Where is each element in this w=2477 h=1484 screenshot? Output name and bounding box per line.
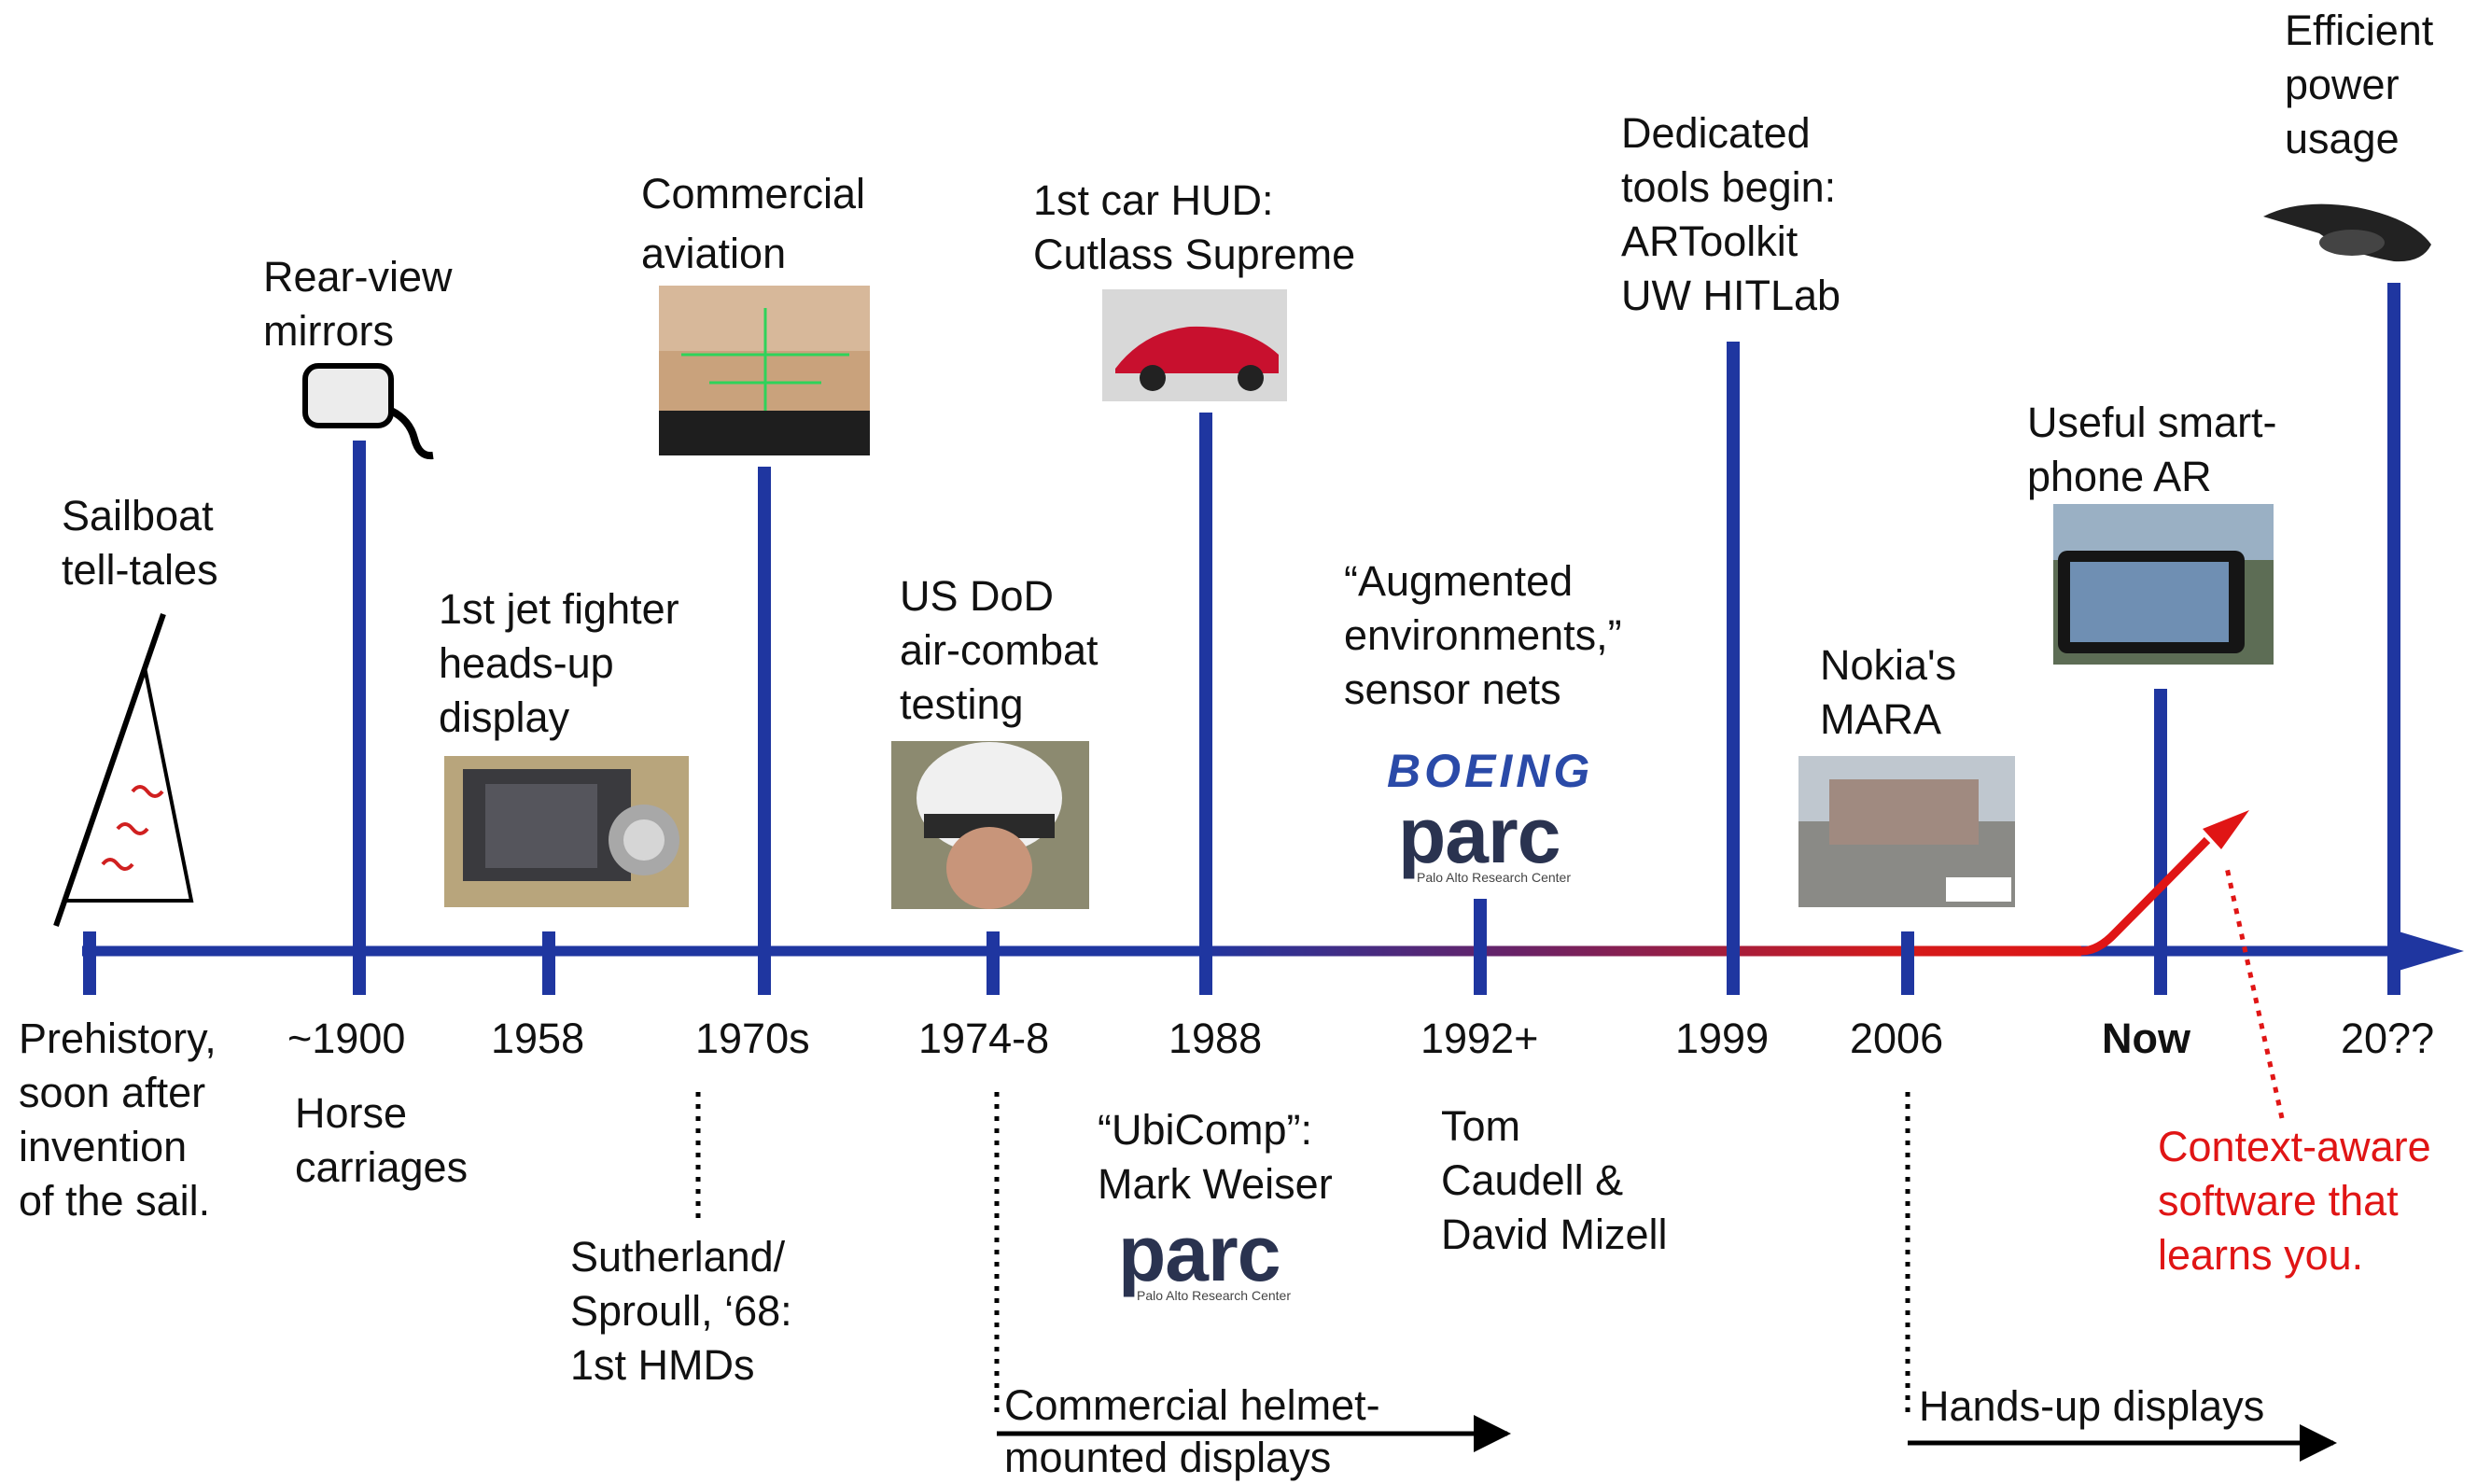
dedicated-tools-label: Dedicated tools begin: ARToolkit UW HITL… bbox=[1621, 109, 1841, 319]
sailboat-label: Sailboat tell-tales bbox=[62, 492, 218, 594]
sailboat-icon bbox=[53, 613, 194, 927]
smart-glasses-image bbox=[2263, 203, 2431, 262]
jet-hud-label: 1st jet fighter heads-up display bbox=[439, 585, 679, 741]
axis-arrowhead bbox=[2389, 929, 2464, 973]
tick-label-future: 20?? bbox=[2341, 1015, 2435, 1062]
ubicomp-label: “UbiComp”: Mark Weiser bbox=[1098, 1106, 1333, 1208]
tick-label-1999: 1999 bbox=[1675, 1015, 1770, 1062]
parc-logo-1992: parc Palo Alto Research Center bbox=[1398, 791, 1571, 885]
augmented-label: “Augmented environments,” sensor nets bbox=[1344, 557, 1622, 713]
commercial-aviation-label: Commercial aviation bbox=[641, 170, 866, 277]
hands-up-label: Hands-up displays bbox=[1919, 1382, 2265, 1430]
parc-wordmark: parc bbox=[1398, 791, 1560, 879]
tick-label-1900: ~1900 bbox=[287, 1015, 406, 1062]
efficient-label: Efficient power usage bbox=[2285, 7, 2434, 162]
horse-label: Horse carriages bbox=[295, 1089, 469, 1191]
context-aware-arrowhead bbox=[2203, 810, 2249, 849]
dod-label: US DoD air-combat testing bbox=[900, 572, 1099, 728]
dod-pilot-photo bbox=[891, 741, 1089, 909]
commercial-aviation-photo bbox=[659, 286, 870, 455]
context-aware-trend-arrow bbox=[2080, 836, 2211, 956]
sutherland-label: Sutherland/ Sproull, ‘68: 1st HMDs bbox=[570, 1233, 792, 1389]
parc-logo-ubicomp: parc Palo Alto Research Center bbox=[1118, 1210, 1291, 1303]
rear-view-mirror-icon bbox=[302, 363, 434, 460]
jet-hud-photo bbox=[444, 756, 689, 907]
nokia-mara-photo bbox=[1798, 756, 2015, 907]
tick-label-1992: 1992+ bbox=[1420, 1015, 1539, 1062]
tick-label-2006: 2006 bbox=[1850, 1015, 1944, 1062]
car-hud-label: 1st car HUD: Cutlass Supreme bbox=[1033, 176, 1356, 278]
tick-label-1970s: 1970s bbox=[695, 1015, 810, 1062]
tick-label-1958: 1958 bbox=[491, 1015, 585, 1062]
context-aware-pointer bbox=[2223, 862, 2285, 1119]
tick-label-prehistory: Prehistory, soon after invention of the … bbox=[19, 1015, 217, 1225]
smartphone-ar-photo bbox=[2053, 504, 2274, 665]
parc-subtitle: Palo Alto Research Center bbox=[1417, 870, 1571, 885]
tick-label-now: Now bbox=[2102, 1015, 2190, 1062]
timeline-axis bbox=[82, 929, 2464, 973]
commercial-hmd-label: Commercial helmet- mounted displays bbox=[1004, 1381, 1380, 1481]
nokia-label: Nokia's MARA bbox=[1820, 641, 1957, 743]
parc-subtitle: Palo Alto Research Center bbox=[1137, 1288, 1291, 1303]
tick-label-1988: 1988 bbox=[1169, 1015, 1263, 1062]
tick-marks bbox=[83, 283, 2400, 995]
rear-view-label: Rear-view mirrors bbox=[263, 253, 453, 355]
parc-wordmark: parc bbox=[1118, 1210, 1280, 1297]
boeing-logo: BOEING bbox=[1387, 745, 1594, 797]
context-aware-label: Context-aware software that learns you. bbox=[2158, 1123, 2431, 1279]
tick-label-1974: 1974-8 bbox=[918, 1015, 1050, 1062]
smartphone-label: Useful smart- phone AR bbox=[2027, 399, 2277, 500]
car-hud-photo bbox=[1102, 289, 1287, 401]
caudell-label: Tom Caudell & David Mizell bbox=[1441, 1102, 1668, 1258]
